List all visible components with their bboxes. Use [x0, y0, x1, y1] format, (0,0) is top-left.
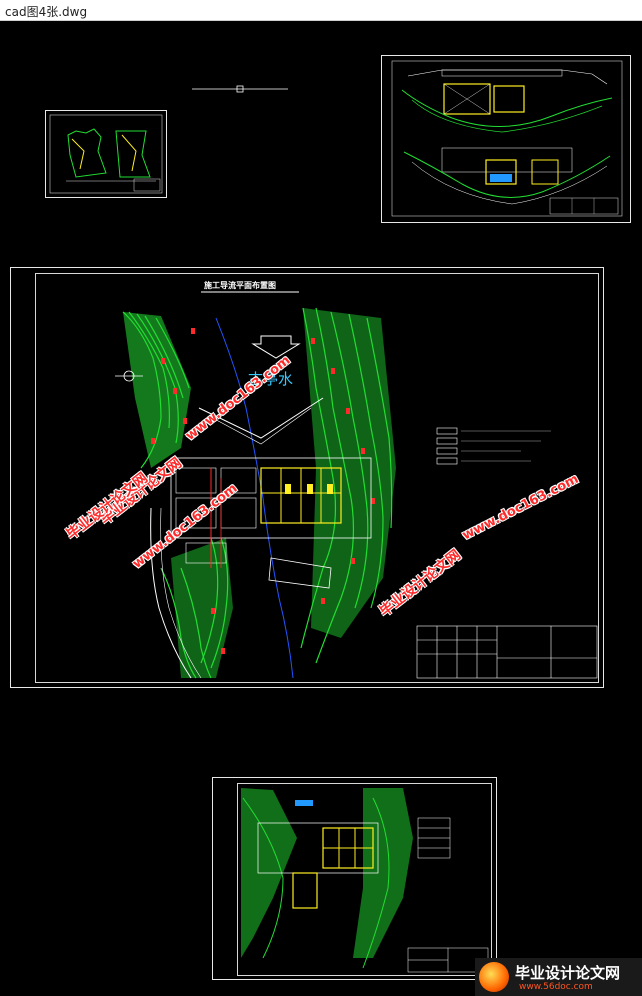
- main-sheet-title: 施工导流平面布置图: [204, 281, 276, 290]
- logo-mark-icon: [479, 962, 509, 992]
- cross-section-drawing: [49, 114, 163, 194]
- drawing-sheet-elevation[interactable]: [381, 55, 631, 223]
- drawing-sheet-main[interactable]: 施工导流平面布置图: [10, 267, 604, 688]
- drawing-frame: [237, 783, 492, 976]
- drawing-sheet-layout[interactable]: [212, 777, 497, 980]
- logo-url: www.56doc.com: [519, 982, 593, 992]
- elevation-drawing: [391, 60, 623, 217]
- site-plan-drawing: [115, 291, 598, 679]
- layout-drawing: [241, 788, 489, 973]
- logo-text: 毕业设计论文网: [515, 964, 621, 982]
- drawing-frame: [35, 273, 599, 683]
- river-label: 古亭水: [248, 370, 294, 388]
- window-titlebar: cad图4张.dwg: [0, 0, 642, 21]
- drawing-sheet-cross-section[interactable]: [45, 110, 167, 198]
- site-logo: 毕业设计论文网 www.56doc.com: [475, 958, 642, 996]
- window-title: cad图4张.dwg: [5, 5, 88, 19]
